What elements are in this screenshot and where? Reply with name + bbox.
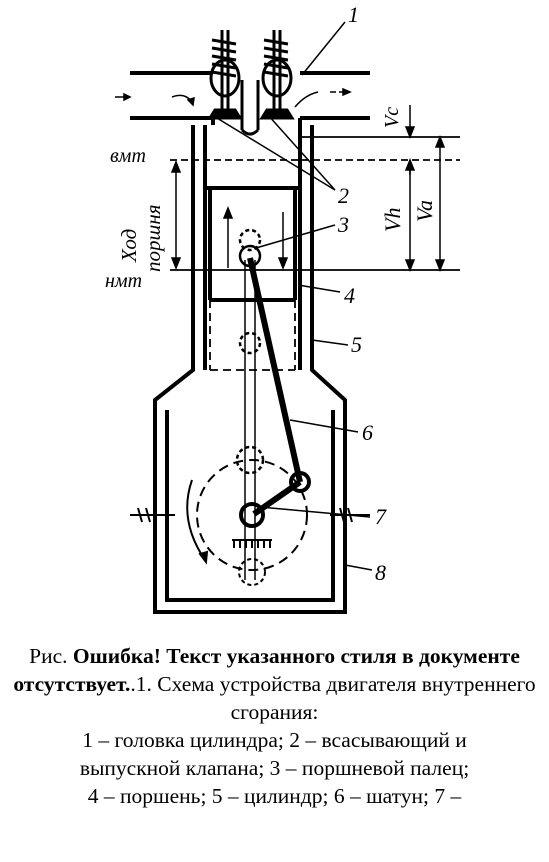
piston xyxy=(205,186,300,302)
callout-6: 6 xyxy=(362,420,373,445)
callout-1: 1 xyxy=(348,2,359,27)
bdc-label: нмт xyxy=(105,270,142,292)
volume-dimensions xyxy=(404,105,446,273)
callout-2: 2 xyxy=(338,183,349,208)
figure-caption: Рис. Ошибка! Текст указанного стиля в до… xyxy=(0,642,549,810)
intake-exhaust-pipes xyxy=(130,71,370,125)
caption-legend-2: выпускной клапана; 3 – поршневой палец; xyxy=(79,756,470,780)
callout-8: 8 xyxy=(375,560,386,585)
caption-error: Ошибка! Текст указанного стиля в докумен… xyxy=(13,644,520,696)
callout-3: 3 xyxy=(337,212,349,237)
flow-arrows xyxy=(115,87,352,108)
cylinder-body xyxy=(153,125,347,614)
vc-label: Vc xyxy=(381,107,403,128)
rod-ghost xyxy=(244,260,256,580)
tdc-bdc-lines xyxy=(170,136,460,271)
piston-bdc-outline xyxy=(209,300,296,371)
caption-number: .1. Схема устройства двигателя внутренне… xyxy=(130,672,536,724)
caption-legend-3: 4 – поршень; 5 – цилиндр; 6 – шатун; 7 – xyxy=(87,784,462,808)
stroke-label-1: Ход xyxy=(117,229,141,263)
stroke-dimension xyxy=(170,159,182,271)
callout-7: 7 xyxy=(375,504,387,529)
stroke-label-2: поршня xyxy=(141,204,165,272)
caption-title: Рис. Ошибка! Текст указанного стиля в до… xyxy=(0,642,549,726)
tdc-label: вмт xyxy=(110,145,146,167)
crankshaft xyxy=(130,459,370,586)
vh-label: Vh xyxy=(380,208,405,232)
piston-motion-arrows xyxy=(222,205,289,271)
leader-lines xyxy=(211,21,373,571)
va-label: Va xyxy=(412,200,437,222)
valves xyxy=(207,30,295,136)
callout-4: 4 xyxy=(344,283,355,308)
callout-5: 5 xyxy=(351,332,362,357)
caption-prefix: Рис. xyxy=(29,644,73,668)
caption-legend-1: 1 – головка цилиндра; 2 – всасывающий и xyxy=(82,728,467,752)
engine-schematic: 1 2 3 4 5 6 7 8 вмт нмт Ход поршня Vc Vh… xyxy=(105,2,460,614)
